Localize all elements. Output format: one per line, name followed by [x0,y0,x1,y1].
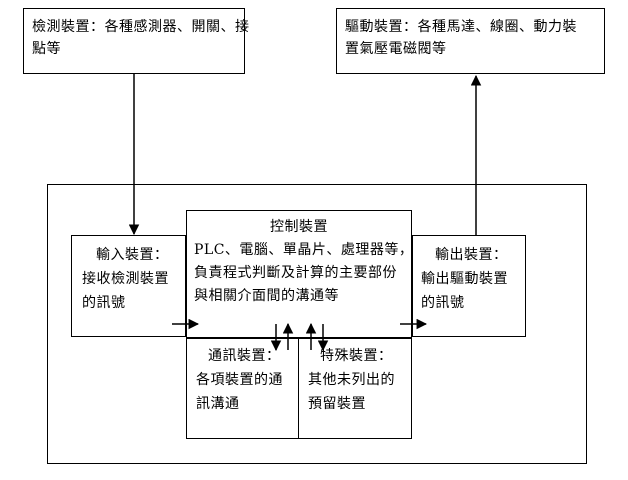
input-label: 輸入裝置： 接收檢測裝置 的訊號 [82,243,169,315]
output-box [412,235,526,337]
special-line-3: 預留裝置 [308,396,366,412]
comm-box [186,338,300,439]
driver-line-1: 驅動裝置：各種馬達、線圈、動力裝 [345,19,577,35]
output-line-3: 的訊號 [421,295,465,311]
control-label: 控制裝置 PLC、電腦、單晶片、處理器等， 負責程式判斷及計算的主要部份 與相關… [194,216,413,308]
special-line-1: 特殊裝置： [320,348,393,364]
special-box [298,338,412,439]
input-line-2: 接收檢測裝置 [82,271,169,287]
control-box [186,210,412,338]
sensor-box [23,8,245,74]
output-line-2: 輸出驅動裝置 [421,271,508,287]
output-line-1: 輸出裝置： [435,247,508,263]
output-label: 輸出裝置： 輸出驅動裝置 的訊號 [421,243,508,315]
driver-box [336,8,605,74]
input-line-1: 輸入裝置： [96,247,169,263]
sensor-line-1: 檢測裝置：各種感測器、開關、接 [32,19,250,35]
driver-label: 驅動裝置：各種馬達、線圈、動力裝 置氣壓電磁閥等 [345,16,577,60]
special-label: 特殊裝置： 其他未列出的 預留裝置 [308,344,395,416]
control-line-2: 負責程式判斷及計算的主要部份 [194,265,397,281]
comm-label: 通訊裝置： 各項裝置的通 訊溝通 [196,344,283,416]
sensor-label: 檢測裝置：各種感測器、開關、接 點等 [32,16,250,60]
comm-line-3: 訊溝通 [196,396,240,412]
control-line-3: 與相關介面間的溝通等 [194,288,339,304]
comm-line-1: 通訊裝置： [208,348,281,364]
input-box [71,235,186,337]
control-title: 控制裝置 [270,219,328,235]
sensor-line-2: 點等 [32,41,61,57]
comm-line-2: 各項裝置的通 [196,372,283,388]
driver-line-2: 置氣壓電磁閥等 [345,41,447,57]
input-line-3: 的訊號 [82,295,126,311]
special-line-2: 其他未列出的 [308,372,395,388]
control-line-1: PLC、電腦、單晶片、處理器等， [194,242,414,258]
